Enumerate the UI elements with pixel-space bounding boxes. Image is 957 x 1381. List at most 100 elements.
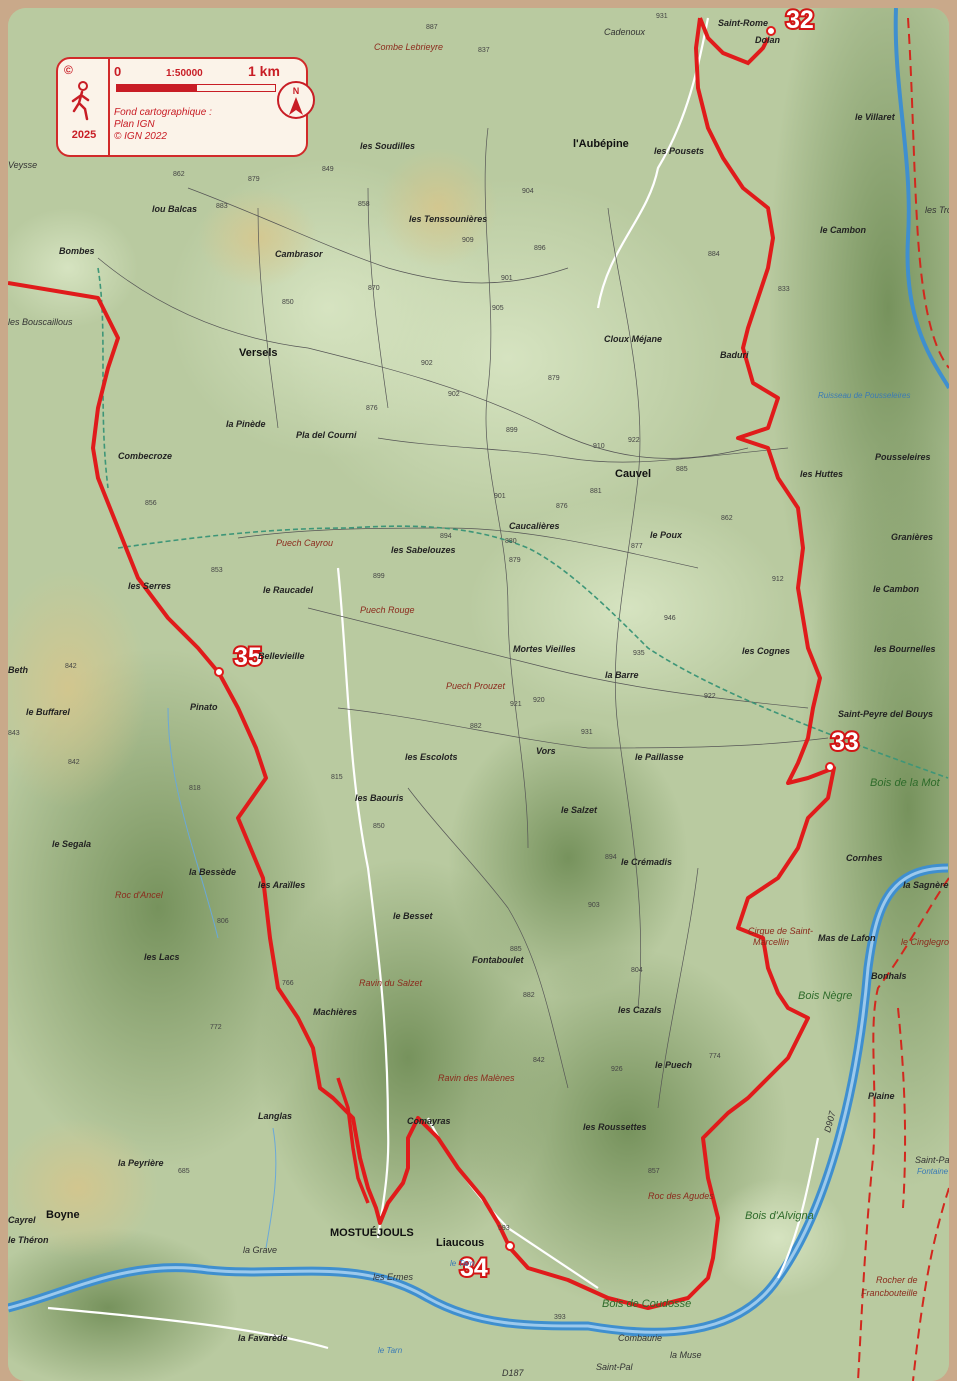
label-caucalieres: Caucalières: [509, 521, 560, 531]
altitude-label: 843: [8, 730, 20, 737]
stage-marker-34[interactable]: [505, 1241, 515, 1251]
town-mostuejouls: MOSTUÉJOULS: [330, 1226, 414, 1239]
label-combaurie: Combaurie: [618, 1333, 662, 1343]
label-ravin-des-malenes: Ravin des Malènes: [438, 1073, 515, 1083]
altitude-label: 853: [211, 567, 223, 574]
altitude-label: 774: [709, 1053, 721, 1060]
source-line-1: Fond cartographique :: [114, 107, 212, 118]
stage-label-35: 35: [234, 643, 262, 671]
label-saint-peyre: Saint-Peyre del Bouys: [838, 709, 933, 719]
label-cirque-1: Cirque de Saint-: [748, 926, 813, 936]
label-river-tarn-1: le Tarn: [378, 1346, 403, 1355]
label-beth: Beth: [8, 665, 29, 675]
stage-label-32: 32: [786, 8, 814, 34]
copyright-mark: ©: [64, 63, 73, 77]
stream-1: [167, 707, 219, 939]
altitude-label: 858: [358, 201, 370, 208]
town-versels: Versels: [239, 347, 278, 359]
label-cadenoux: Cadenoux: [604, 27, 646, 37]
label-mas-de-lafon: Mas de Lafon: [818, 933, 876, 943]
label-le-besset: le Besset: [393, 911, 434, 921]
label-cayrel: Cayrel: [8, 1215, 36, 1225]
label-combecroze: Combecroze: [118, 451, 172, 461]
altitude-label: 842: [65, 663, 77, 670]
label-vors: Vors: [536, 746, 556, 756]
altitude-label: 772: [210, 1024, 222, 1031]
altitude-label: 876: [556, 503, 568, 510]
label-bois-dalvigna: Bois d'Alvigna: [745, 1210, 814, 1222]
altitude-label: 882: [470, 723, 482, 730]
altitude-label: 926: [611, 1066, 623, 1073]
route-spur-mostuejouls: [336, 1077, 370, 1204]
altitude-label: 910: [593, 443, 605, 450]
scale-distance: 1 km: [248, 63, 280, 79]
label-cornhes: Cornhes: [846, 853, 883, 863]
label-granieres: Granières: [891, 532, 933, 542]
label-la-peyriere: la Peyrière: [118, 1158, 164, 1168]
stream-2: [265, 1127, 277, 1249]
label-roc-dancel: Roc d'Ancel: [115, 890, 164, 900]
label-les-tenssounieres: les Tenssounières: [409, 214, 487, 224]
label-la-muse: la Muse: [670, 1350, 702, 1360]
label-les-arailles: les Araïlles: [258, 880, 305, 890]
label-les-huttes: les Huttes: [800, 469, 843, 479]
place-labels: Cadenoux Combe Lebrieyre le Villaret Vey…: [8, 27, 949, 1378]
compass: N: [277, 81, 315, 119]
label-bois-negre: Bois Nègre: [798, 990, 852, 1002]
label-saint-pal-1: Saint-Pal: [915, 1155, 949, 1165]
town-liaucous: Liaucous: [436, 1237, 484, 1249]
label-les-bouscaillous: les Bouscaillous: [8, 317, 73, 327]
altitude-label: 899: [506, 427, 518, 434]
altitude-label: 685: [178, 1168, 190, 1175]
altitude-label: 894: [440, 533, 452, 540]
topographic-map[interactable]: 32 33 34 35 Saint-Rome Dolan MOSTUÉJOULS…: [8, 8, 949, 1381]
altitude-label: 901: [501, 275, 513, 282]
altitude-label: 931: [581, 729, 593, 736]
source-line-2: Plan IGN: [114, 119, 155, 130]
label-lou-balcas: lou Balcas: [152, 204, 197, 214]
label-la-favarede: la Favarède: [238, 1333, 288, 1343]
label-rocher-1: Rocher de: [876, 1275, 918, 1285]
stage-label-33: 33: [831, 728, 859, 756]
label-le-cambon-2: le Cambon: [873, 584, 920, 594]
altitude-label: 884: [708, 251, 720, 258]
label-la-bessede: la Bessède: [189, 867, 236, 877]
label-les-escolots: les Escolots: [405, 752, 458, 762]
label-cloux-mejane: Cloux Méjane: [604, 334, 662, 344]
legend-brand-panel: © 2025: [58, 59, 110, 155]
label-les-roussettes: les Roussettes: [583, 1122, 647, 1132]
label-saint-pal-2: Saint-Pal: [596, 1362, 634, 1372]
altitude-label: 850: [373, 823, 385, 830]
stage-marker-35[interactable]: [214, 667, 224, 677]
altitude-label: 862: [721, 515, 733, 522]
stage-marker-32[interactable]: [766, 26, 776, 36]
altitude-label: 857: [648, 1168, 660, 1175]
altitude-label: 896: [534, 245, 546, 252]
altitude-label: 879: [248, 176, 260, 183]
altitude-label: 815: [331, 774, 343, 781]
label-les-baouris: les Baouris: [355, 793, 404, 803]
town-boyne: Boyne: [46, 1209, 80, 1221]
altitude-label: 862: [173, 171, 185, 178]
altitude-label: 922: [704, 693, 716, 700]
altitude-label: 931: [656, 13, 668, 20]
altitude-label: 946: [664, 615, 676, 622]
scale-zero: 0: [114, 64, 122, 79]
altitude-label: 894: [605, 854, 617, 861]
altitude-label: 881: [590, 488, 602, 495]
label-cirque-2: Marcellin: [753, 937, 789, 947]
north-arrow-icon: [289, 97, 303, 115]
altitude-label: 882: [523, 992, 535, 999]
altitude-label: 935: [633, 650, 645, 657]
altitude-label: 887: [426, 24, 438, 31]
label-le-puech: le Puech: [655, 1060, 693, 1070]
label-les-serres: les Serres: [128, 581, 171, 591]
label-les-bournelles: les Bournelles: [874, 644, 936, 654]
route-spur-saint-rome: [698, 17, 770, 66]
stage-marker-33[interactable]: [825, 762, 835, 772]
map-legend: © 2025 0 1:50000 1 km Fond cartographiqu…: [56, 57, 315, 157]
label-puech-cayrou: Puech Cayrou: [276, 538, 333, 548]
altitude-label: 909: [462, 237, 474, 244]
altitude-label: 766: [282, 980, 294, 987]
